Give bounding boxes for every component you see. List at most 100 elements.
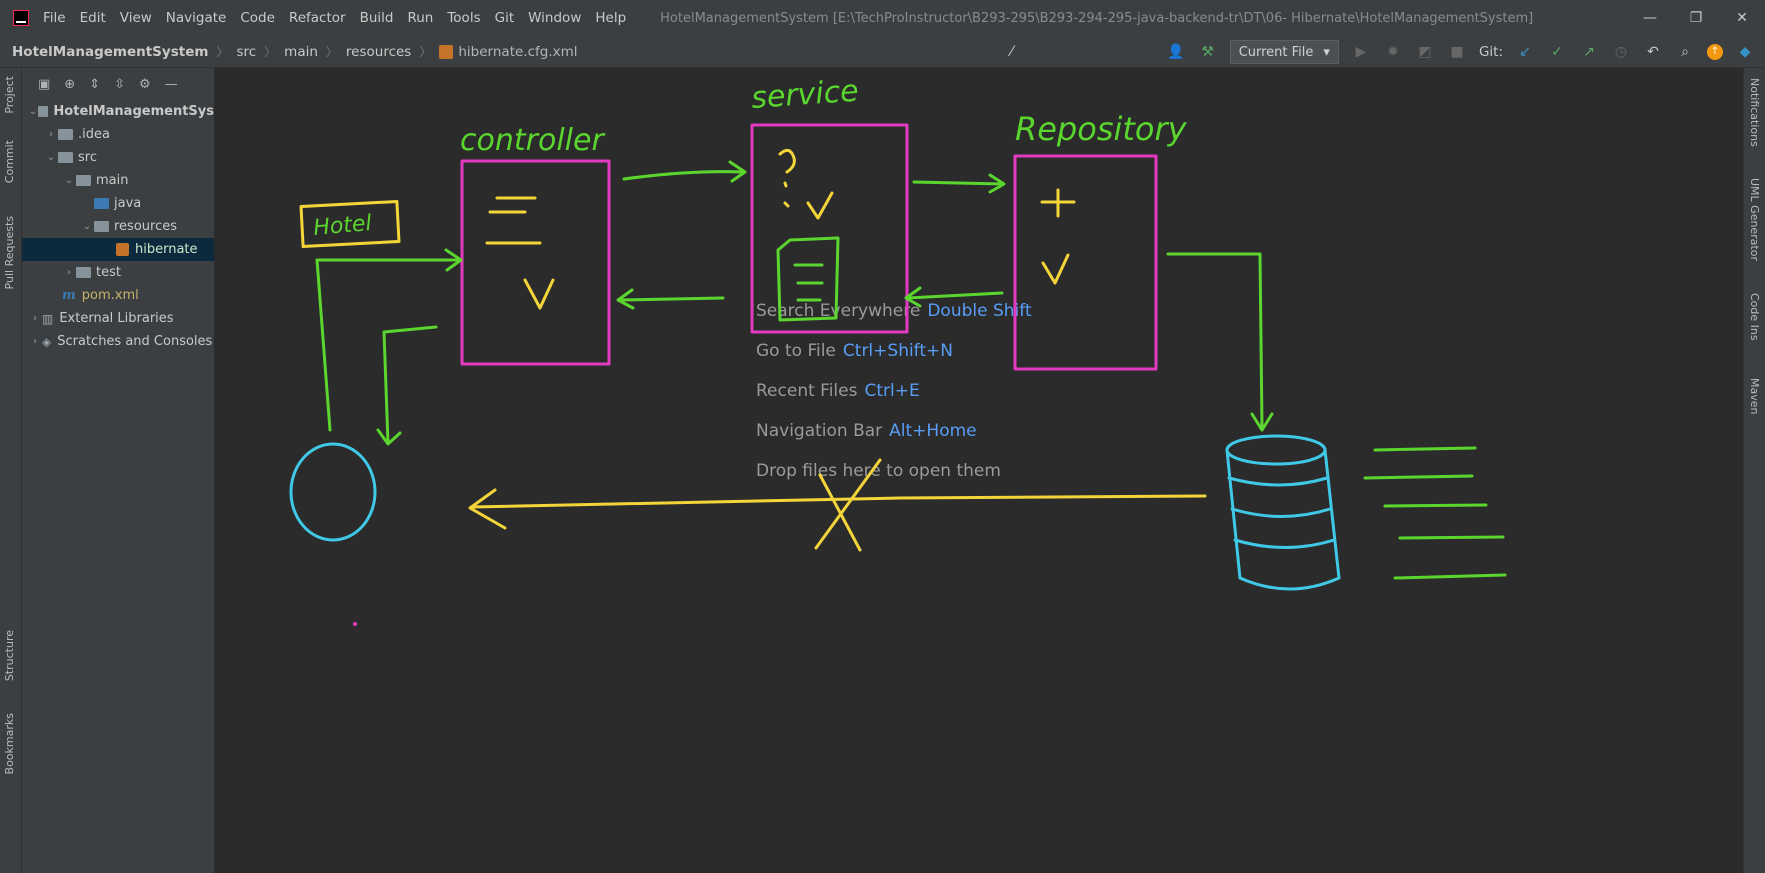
- breadcrumb-separator-icon: 〉: [264, 45, 277, 59]
- tree-item-hibernate-cfg[interactable]: hibernate: [22, 238, 214, 261]
- tree-item-label: External Libraries: [59, 311, 174, 326]
- hide-panel-icon[interactable]: —: [164, 76, 178, 92]
- ide-update-icon[interactable]: ↑: [1707, 44, 1723, 60]
- select-opened-file-icon[interactable]: ⊕: [64, 76, 76, 92]
- menu-code[interactable]: Code: [240, 10, 275, 26]
- tab-commit[interactable]: Commit: [3, 140, 16, 184]
- run-icon[interactable]: ▶: [1355, 44, 1367, 60]
- user-dropdown-icon[interactable]: 👤: [1166, 44, 1185, 60]
- menu-refactor[interactable]: Refactor: [288, 10, 346, 26]
- breadcrumb-project[interactable]: HotelManagementSystem: [12, 43, 209, 60]
- build-hammer-icon[interactable]: ⚒: [1201, 44, 1214, 60]
- menu-tools[interactable]: Tools: [447, 10, 481, 26]
- run-configuration-select[interactable]: Current File ▾: [1229, 40, 1339, 64]
- folder-icon: [76, 175, 91, 186]
- menu-git[interactable]: Git: [494, 10, 515, 26]
- rollback-icon[interactable]: ↶: [1647, 44, 1659, 60]
- minimize-icon[interactable]: —: [1643, 10, 1657, 26]
- tab-code-insight[interactable]: Code Ins: [1748, 293, 1761, 341]
- debug-icon[interactable]: ✹: [1387, 44, 1399, 60]
- hint-action: Navigation Bar: [756, 421, 883, 441]
- chevron-down-icon[interactable]: ⌄: [64, 175, 74, 186]
- chevron-right-icon[interactable]: ›: [67, 267, 71, 278]
- chevron-right-icon[interactable]: ›: [33, 313, 37, 324]
- menu-navigate[interactable]: Navigate: [165, 10, 227, 26]
- project-panel: ▣ ⊕ ⇕ ⇳ ⚙ — ⌄ HotelManagementSys › .idea…: [22, 68, 215, 873]
- menu-bar: File Edit View Navigate Code Refactor Bu…: [0, 0, 1765, 36]
- tree-item-idea[interactable]: › .idea: [22, 123, 214, 146]
- expand-all-icon[interactable]: ⇕: [89, 76, 101, 92]
- gear-icon[interactable]: ⚙: [139, 76, 151, 92]
- breadcrumb-separator-icon: 〉: [419, 45, 432, 59]
- tree-item-scratches[interactable]: › ◈ Scratches and Consoles: [22, 330, 214, 353]
- window-title: HotelManagementSystem [E:\TechProInstruc…: [660, 10, 1534, 26]
- tree-item-external-libraries[interactable]: › ▥ External Libraries: [22, 307, 214, 330]
- hint-navigation-bar: Navigation Bar Alt+Home: [756, 421, 977, 441]
- git-update-icon[interactable]: ↙: [1519, 44, 1531, 60]
- close-icon[interactable]: ✕: [1736, 10, 1748, 26]
- git-label: Git:: [1478, 44, 1503, 60]
- breadcrumb-main[interactable]: main: [284, 43, 318, 60]
- menu-window[interactable]: Window: [528, 10, 582, 26]
- run-configuration-label: Current File: [1238, 44, 1314, 60]
- project-view-icon[interactable]: ▣: [38, 76, 51, 92]
- hint-shortcut: Alt+Home: [889, 421, 977, 441]
- git-commit-icon[interactable]: ✓: [1551, 44, 1563, 60]
- coverage-icon[interactable]: ◩: [1418, 44, 1432, 60]
- tab-pull-requests[interactable]: Pull Requests: [3, 216, 16, 290]
- hint-shortcut: Ctrl+E: [864, 381, 920, 401]
- hint-action: Go to File: [756, 341, 836, 361]
- chevron-down-icon[interactable]: ⌄: [82, 221, 92, 232]
- menu-build[interactable]: Build: [359, 10, 394, 26]
- intellij-logo-icon: [13, 10, 29, 26]
- tree-item-label: HotelManagementSys: [53, 104, 214, 119]
- breadcrumb-resources[interactable]: resources: [345, 43, 412, 60]
- tab-structure[interactable]: Structure: [3, 630, 16, 682]
- menu-file[interactable]: File: [43, 10, 66, 26]
- hint-action: Recent Files: [756, 381, 858, 401]
- tree-item-resources[interactable]: ⌄ resources: [22, 215, 214, 238]
- xml-file-icon: [116, 243, 129, 256]
- search-icon[interactable]: ⌕: [1681, 44, 1689, 60]
- tree-item-label: pom.xml: [81, 288, 139, 303]
- menu-run[interactable]: Run: [407, 10, 434, 26]
- tree-item-label: Scratches and Consoles: [57, 334, 213, 349]
- git-push-icon[interactable]: ↗: [1583, 44, 1595, 60]
- tab-bookmarks[interactable]: Bookmarks: [3, 713, 16, 775]
- restore-icon[interactable]: ❐: [1689, 10, 1703, 26]
- tree-item-pom[interactable]: m pom.xml: [22, 284, 214, 307]
- tree-item-label: test: [96, 265, 121, 280]
- chevron-down-icon[interactable]: ⌄: [28, 106, 38, 117]
- breadcrumb-separator-icon: 〉: [216, 45, 229, 59]
- tree-item-src[interactable]: ⌄ src: [22, 146, 214, 169]
- git-history-icon[interactable]: ◷: [1614, 44, 1628, 60]
- tree-item-label: java: [114, 196, 142, 211]
- tree-item-java[interactable]: java: [22, 192, 214, 215]
- plugin-icon[interactable]: ◆: [1739, 44, 1751, 60]
- tree-item-test[interactable]: › test: [22, 261, 214, 284]
- hint-action: Drop files here to open them: [756, 461, 1001, 481]
- tree-item-label: main: [96, 173, 129, 188]
- chevron-down-icon[interactable]: ⌄: [46, 152, 56, 163]
- tab-uml-generator[interactable]: UML Generator: [1748, 178, 1761, 262]
- chevron-right-icon[interactable]: ›: [49, 129, 53, 140]
- tab-project[interactable]: Project: [3, 76, 16, 114]
- tab-maven[interactable]: Maven: [1748, 378, 1761, 415]
- tree-item-label: resources: [114, 219, 178, 234]
- stop-icon[interactable]: ■: [1450, 44, 1464, 60]
- breadcrumb-file[interactable]: hibernate.cfg.xml: [458, 43, 578, 60]
- menu-view[interactable]: View: [119, 10, 152, 26]
- tree-item-main[interactable]: ⌄ main: [22, 169, 214, 192]
- tree-item-project[interactable]: ⌄ HotelManagementSys: [22, 100, 214, 123]
- tree-item-label: hibernate: [135, 242, 198, 257]
- tree-item-label: src: [78, 150, 97, 165]
- tab-notifications[interactable]: Notifications: [1748, 78, 1761, 147]
- menu-edit[interactable]: Edit: [79, 10, 106, 26]
- breadcrumb-src[interactable]: src: [236, 43, 257, 60]
- collapse-all-icon[interactable]: ⇳: [114, 76, 126, 92]
- hint-shortcut: Double Shift: [927, 301, 1032, 321]
- menu-help[interactable]: Help: [595, 10, 627, 26]
- chevron-right-icon[interactable]: ›: [33, 336, 37, 347]
